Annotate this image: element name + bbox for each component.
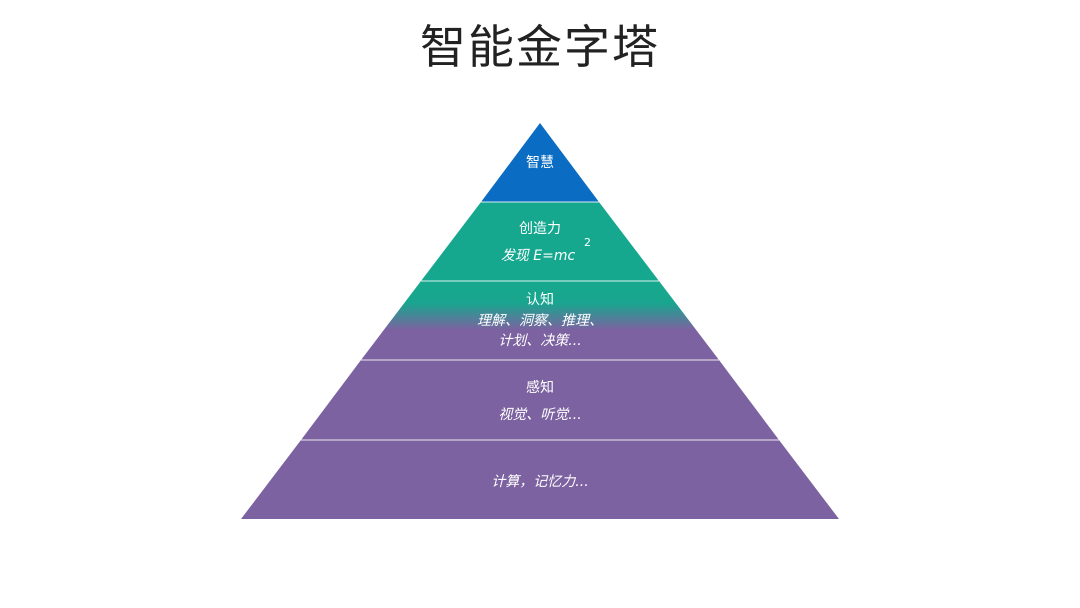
level-title-creativity: 创造力 (519, 221, 561, 237)
level-subtitle-cognition-line1: 理解、洞察、推理、 (477, 313, 603, 329)
level-subtitle-cognition-line2: 计划、决策... (498, 333, 581, 349)
level-subtitle-computation: 计算，记忆力... (491, 474, 588, 490)
pyramid-level-perception (301, 360, 779, 440)
level-title-perception: 感知 (526, 379, 554, 396)
level-title-wisdom: 智慧 (526, 155, 554, 171)
level-superscript-creativity: 2 (584, 236, 591, 249)
pyramid-level-computation (241, 440, 839, 519)
level-subtitle-creativity: 发现 E=mc (501, 248, 576, 264)
level-subtitle-perception: 视觉、听觉... (498, 407, 581, 423)
page-title: 智能金字塔 (420, 20, 660, 74)
pyramid-level-wisdom (481, 123, 599, 202)
pyramid-level-creativity (421, 202, 659, 281)
pyramid-level-cognition (361, 281, 719, 360)
level-title-cognition: 认知 (526, 291, 554, 308)
